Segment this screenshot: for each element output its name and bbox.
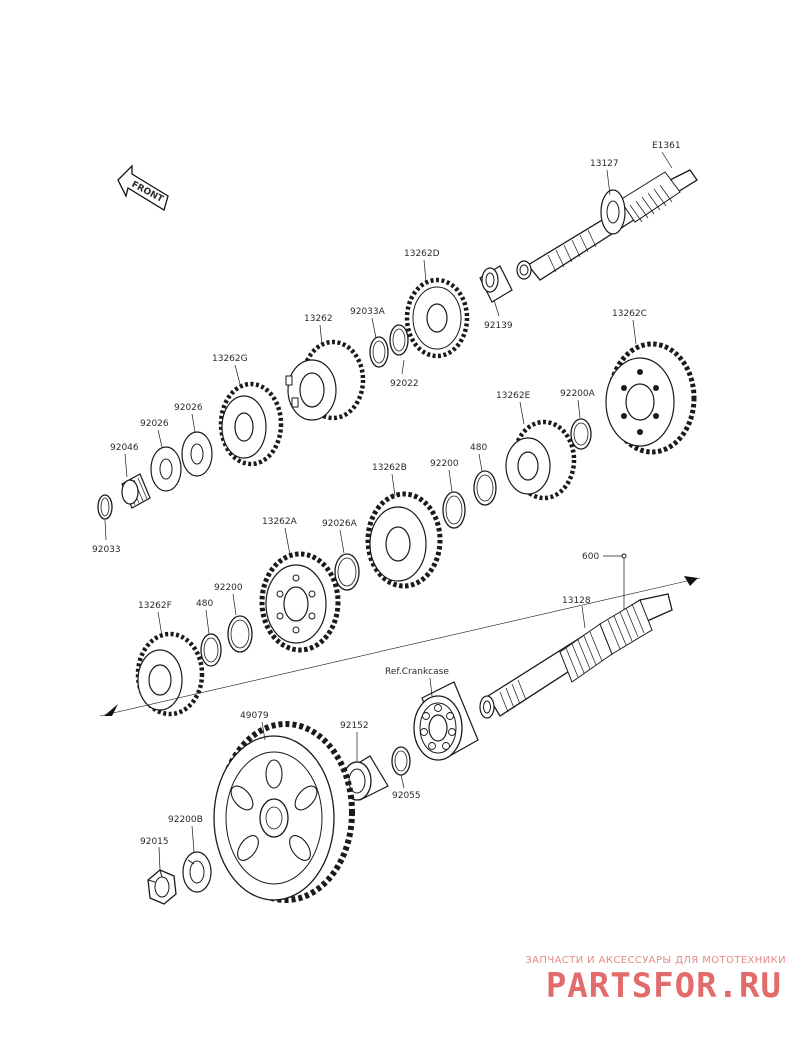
circlip-92033: [97, 494, 113, 520]
gear-13262A: [259, 551, 341, 653]
callout-13262F: 13262F: [138, 601, 172, 611]
callout-92200-b: 92200: [214, 583, 243, 593]
circlip-480-a: [473, 470, 497, 506]
gear-13262F: [135, 631, 205, 717]
watermark-tagline: ЗАПЧАСТИ И АКСЕССУАРЫ ДЛЯ МОТОТЕХНИКИ: [525, 955, 786, 966]
callout-92026-a: 92026: [174, 403, 203, 413]
callout-480-a: 480: [470, 443, 487, 453]
callout-92046: 92046: [110, 443, 139, 453]
gear-13262E: [505, 419, 577, 501]
washer-92200A: [570, 418, 592, 450]
callout-13262B: 13262B: [372, 463, 407, 473]
callout-92033A: 92033A: [350, 307, 386, 317]
front-arrow-icon: FRONT: [117, 164, 169, 212]
washer-92200-b: [227, 615, 253, 653]
callout-13262A: 13262A: [262, 517, 298, 527]
callout-13262: 13262: [304, 314, 333, 324]
washer-92022: [389, 324, 409, 356]
callout-92033: 92033: [92, 545, 121, 555]
callout-480-b: 480: [196, 599, 213, 609]
callout-92026-b: 92026: [140, 419, 169, 429]
callout-13262E: 13262E: [496, 391, 531, 401]
callout-49079: 49079: [240, 711, 269, 721]
o-ring-92055: [391, 746, 411, 776]
washer-92200-a: [442, 491, 466, 529]
callout-92200A: 92200A: [560, 389, 596, 399]
circlip-92033A: [369, 336, 389, 368]
callout-92055: 92055: [392, 791, 421, 801]
washer-92026-b: [150, 446, 182, 492]
nut-92015: [147, 869, 177, 905]
callout-13262C: 13262C: [612, 309, 647, 319]
washer-92026-a: [181, 431, 213, 477]
circlip-480-b: [200, 633, 222, 667]
shaft-13127: [516, 169, 698, 281]
callout-92026A: 92026A: [322, 519, 358, 529]
reference-crankcase: Ref.Crankcase: [385, 667, 449, 677]
gear-13262B: [365, 491, 443, 589]
callout-92022: 92022: [390, 379, 419, 389]
callout-92015: 92015: [140, 837, 169, 847]
bush-92139: [479, 265, 513, 303]
leader-lines: [104, 151, 673, 871]
callout-92200-a: 92200: [430, 459, 459, 469]
gear-13262: [285, 339, 366, 421]
washer-92026A: [334, 553, 360, 591]
needle-bearing-92046: [121, 473, 151, 509]
callout-92200B: 92200B: [168, 815, 203, 825]
gear-13262G: [218, 381, 284, 467]
lock-washer-92200B: [182, 851, 212, 893]
callout-13262G: 13262G: [212, 354, 248, 364]
gear-13262D: [404, 277, 470, 359]
callout-dot-600: [621, 553, 627, 559]
callout-600: 600: [582, 552, 599, 562]
callout-13128: 13128: [562, 596, 591, 606]
callout-92152: 92152: [340, 721, 369, 731]
bearing-crankcase: [413, 681, 479, 761]
callout-13127: 13127: [590, 159, 619, 169]
callout-13262D: 13262D: [404, 249, 440, 259]
sprocket-49079: [213, 721, 355, 903]
callout-92139: 92139: [484, 321, 513, 331]
diagram-code: E1361: [652, 141, 681, 151]
shaft-13128: [99, 576, 701, 719]
gear-13262C: [605, 341, 697, 455]
watermark-logo: PARTSFOR.RU: [545, 966, 782, 1006]
